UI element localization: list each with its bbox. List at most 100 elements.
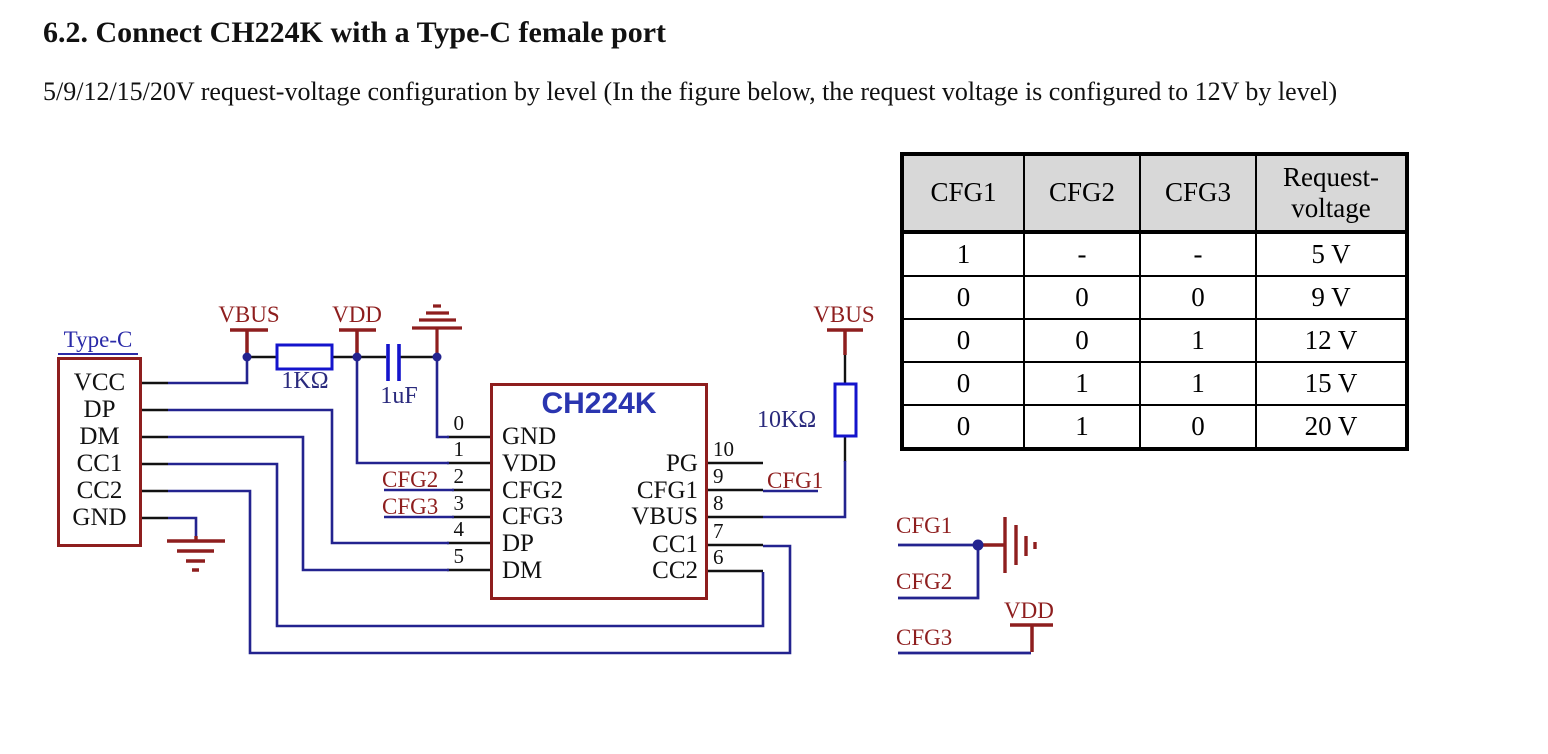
net-label-vbus-left: VBUS — [218, 302, 280, 327]
net-label-cfg2-left: CFG2 — [382, 467, 439, 492]
table-cell: 12 V — [1255, 318, 1408, 363]
earth-ground-top-icon — [412, 304, 462, 355]
chip-pin-name-dp: DP — [502, 530, 534, 557]
ch224k-chip-box — [490, 383, 708, 600]
chip-pin-num-7: 7 — [713, 519, 724, 543]
chip-title: CH224K — [541, 387, 657, 420]
typec-connector-box — [57, 357, 142, 547]
table-cell: - — [1023, 231, 1141, 277]
wire-vdd-to-pin1 — [355, 359, 449, 465]
chip-pin-num-2: 2 — [453, 464, 465, 488]
typec-pin-dm: DM — [79, 423, 120, 450]
net-label-cfg1-right: CFG1 — [767, 468, 824, 493]
typec-pin-cc1: CC1 — [76, 450, 123, 477]
chip-pin-name-cfg1-r: CFG1 — [636, 477, 698, 504]
chip-pin-name-cc1-r: CC1 — [652, 531, 698, 558]
table-header-cell: CFG1 — [901, 153, 1025, 234]
wire-gnd-typec — [168, 516, 198, 540]
power-flag-vdd-left — [339, 328, 376, 355]
table-cell: 0 — [1023, 318, 1141, 363]
chip-pin-name-pg-r: PG — [666, 450, 698, 477]
chip-pin-name-vbus-r: VBUS — [631, 503, 698, 530]
resistor-1k-value: 1KΩ — [281, 368, 329, 394]
net-label-cfg2-tie: CFG2 — [896, 569, 953, 594]
chip-pin-name-vdd: VDD — [502, 450, 557, 477]
wire-cfg1-cfg2-tie — [898, 543, 980, 600]
wire-dp — [168, 408, 449, 545]
chip-pin-num-6: 6 — [713, 545, 724, 569]
table-cell: 1 — [901, 231, 1025, 277]
typec-pin-vcc: VCC — [73, 369, 126, 396]
table-header-cell: Request-voltage — [1255, 153, 1408, 234]
wire-cc1 — [168, 462, 765, 628]
chip-pin-num-10: 10 — [713, 437, 734, 461]
typec-connector-label: Type-C — [58, 327, 138, 356]
section-heading: 6.2. Connect CH224K with a Type-C female… — [43, 16, 666, 49]
capacitor-1uf-value: 1uF — [380, 383, 418, 409]
net-label-cfg3-left: CFG3 — [382, 494, 439, 519]
chip-pin-num-5: 5 — [453, 544, 465, 568]
table-cell: - — [1139, 231, 1257, 277]
chip-pin-num-9: 9 — [713, 464, 724, 488]
chip-pin-num-8: 8 — [713, 491, 724, 515]
power-flag-vdd-right — [1010, 623, 1053, 652]
table-cell: 0 — [1139, 275, 1257, 320]
chip-pin-name-cfg3: CFG3 — [502, 503, 564, 530]
table-cell: 1 — [1023, 404, 1141, 450]
table-header-cell: CFG2 — [1023, 153, 1141, 234]
net-label-cfg3-tie: CFG3 — [896, 625, 953, 650]
wire-vbus-pin8 — [763, 461, 847, 519]
resistor-1k-body — [275, 343, 334, 371]
wire-vcc — [168, 359, 249, 385]
typec-pin-cc2: CC2 — [76, 477, 123, 504]
table-cell: 5 V — [1255, 231, 1408, 277]
chip-pin-name-gnd: GND — [502, 423, 557, 450]
table-row: 1--5 V — [901, 231, 1408, 277]
power-flag-vbus-right — [827, 328, 863, 355]
resistor-10k-value: 10KΩ — [757, 407, 817, 433]
chip-pin-num-4: 4 — [453, 517, 465, 541]
wire-dm — [168, 435, 449, 572]
junction-dot — [352, 352, 362, 362]
net-label-vdd-right: VDD — [1004, 598, 1054, 623]
table-cell: 0 — [901, 275, 1025, 320]
wire-gnd-to-pin0 — [435, 359, 449, 439]
resistor-10k-body — [833, 382, 858, 438]
table-cell: 15 V — [1255, 361, 1408, 406]
net-label-cfg1-tie: CFG1 — [896, 513, 953, 538]
table-cell: 9 V — [1255, 275, 1408, 320]
table-cell: 0 — [1139, 404, 1257, 450]
table-cell: 0 — [901, 404, 1025, 450]
earth-ground-left-icon — [167, 536, 225, 572]
chip-pin-num-1: 1 — [453, 437, 465, 461]
table-cell: 20 V — [1255, 404, 1408, 450]
typec-pin-gnd: GND — [72, 504, 127, 531]
chip-pin-num-3: 3 — [453, 491, 465, 515]
capacitor-1uf-body — [386, 344, 401, 381]
junction-dot — [432, 352, 442, 362]
power-flag-vbus-left — [230, 328, 268, 355]
table-cell: 0 — [1023, 275, 1141, 320]
table-cell: 1 — [1023, 361, 1141, 406]
junction-dot — [972, 539, 984, 551]
table-cell: 0 — [901, 318, 1025, 363]
intro-paragraph: 5/9/12/15/20V request-voltage configurat… — [43, 77, 1338, 106]
net-label-vdd-left: VDD — [332, 302, 382, 327]
table-header-cell: CFG3 — [1139, 153, 1257, 234]
net-label-vbus-right: VBUS — [813, 302, 875, 327]
chip-pin-name-cfg2: CFG2 — [502, 477, 564, 504]
pin-stub-wires — [142, 381, 763, 573]
chip-pin-name-cc2-r: CC2 — [652, 557, 698, 584]
table-cell: 1 — [1139, 318, 1257, 363]
chip-pin-name-dm: DM — [502, 557, 543, 584]
wire-cc2 — [168, 489, 792, 655]
